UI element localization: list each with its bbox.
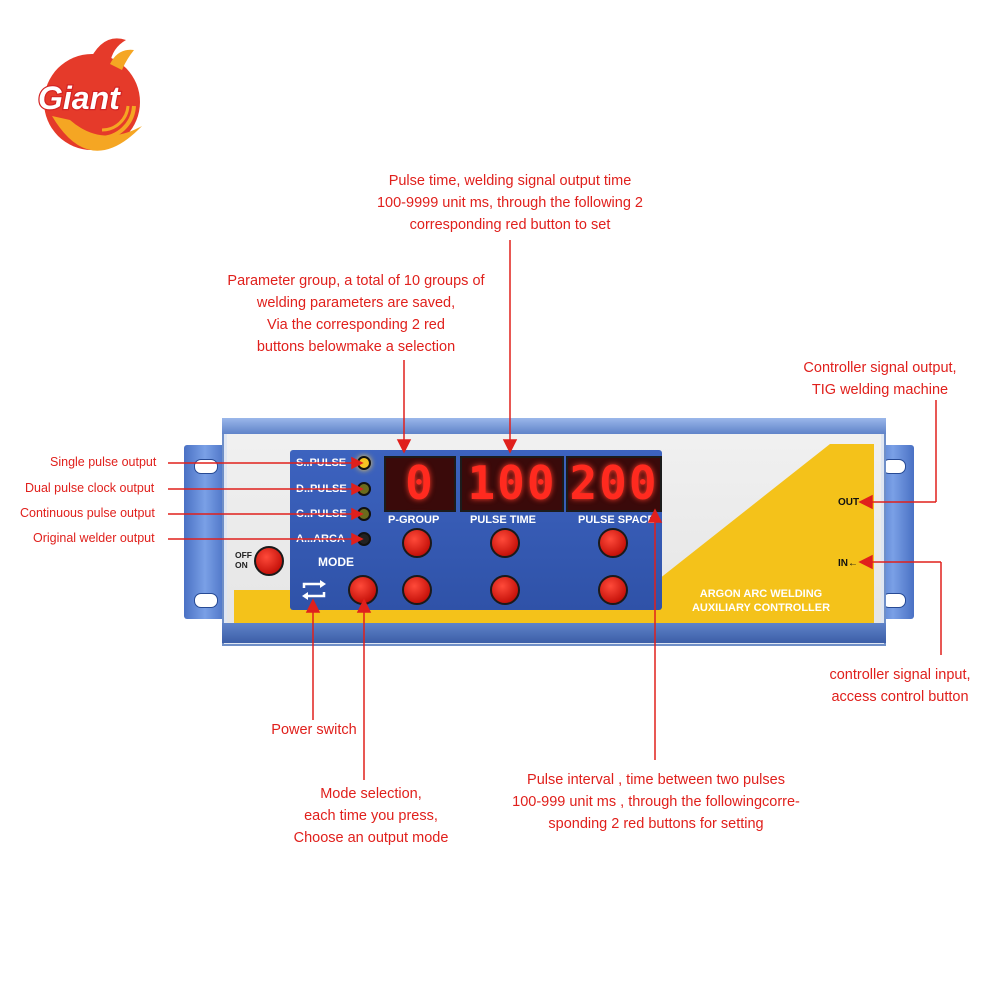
annotation-continuous-pulse: Continuous pulse output bbox=[20, 506, 155, 520]
controller-in-line-1: controller signal input, bbox=[829, 667, 971, 683]
mode-cycle-icon bbox=[302, 580, 326, 600]
top-rail bbox=[222, 418, 886, 434]
arrow-pulse-time bbox=[502, 439, 518, 454]
label-p-group: P-GROUP bbox=[388, 514, 440, 526]
display-pulse-space: 200 bbox=[566, 456, 662, 512]
annotation-dual-pulse: Dual pulse clock output bbox=[25, 481, 155, 495]
annotation-power-switch: Power switch bbox=[271, 722, 357, 738]
pulse-space-down-button[interactable] bbox=[598, 575, 628, 605]
param-group-line-3: Via the corresponding 2 red bbox=[267, 317, 445, 333]
pulse-time-line-2: 100-9999 unit ms, through the following … bbox=[376, 195, 643, 211]
controller-out-line-2: TIG welding machine bbox=[811, 382, 949, 398]
display-pulse-time: 100 bbox=[460, 456, 564, 512]
power-switch-button[interactable] bbox=[254, 546, 284, 576]
label-pulse-time: PULSE TIME bbox=[470, 514, 537, 526]
param-group-line-2: welding parameters are saved, bbox=[256, 295, 456, 311]
annotation-pulse-interval: Pulse interval , time between two pulses… bbox=[490, 769, 822, 835]
p-group-up-button[interactable] bbox=[402, 528, 432, 558]
annotation-controller-in: controller signal input, access control … bbox=[800, 664, 1000, 708]
yellow-accent bbox=[640, 444, 874, 594]
arrow-controller-in bbox=[858, 554, 873, 570]
pulse-time-up-button[interactable] bbox=[490, 528, 520, 558]
logo-text: Giant bbox=[37, 79, 121, 118]
pulse-time-down-button[interactable] bbox=[490, 575, 520, 605]
pulse-time-line-3: corresponding red button to set bbox=[409, 217, 611, 233]
label-pulse-space: PULSE SPACE bbox=[578, 514, 655, 526]
arrow-param-group bbox=[396, 439, 412, 454]
display-p-group: 0 I bbox=[384, 456, 456, 512]
arrow-mode-selection bbox=[356, 598, 372, 613]
arrow-controller-out bbox=[858, 494, 873, 510]
mode-label: MODE bbox=[318, 555, 354, 569]
mode-selection-line-2: each time you press, bbox=[304, 808, 438, 824]
in-port-label: IN← bbox=[838, 558, 858, 569]
annotation-pulse-time: Pulse time, welding signal output time 1… bbox=[360, 170, 660, 236]
pulse-time-line-1: Pulse time, welding signal output time bbox=[388, 173, 632, 189]
device-brand-text: ARGON ARC WELDING AUXILIARY CONTROLLER bbox=[686, 587, 836, 615]
param-group-line-4: buttons belowmake a selection bbox=[256, 339, 456, 355]
pulse-space-up-button[interactable] bbox=[598, 528, 628, 558]
brand-line-1: ARGON ARC WELDING bbox=[699, 588, 823, 600]
out-port-label: OUT bbox=[838, 497, 860, 508]
brand-logo bbox=[44, 38, 142, 151]
annotation-mode-selection: Mode selection, each time you press, Cho… bbox=[266, 783, 476, 849]
annotation-single-pulse: Single pulse output bbox=[50, 455, 157, 469]
pulse-interval-line-3: sponding 2 red buttons for setting bbox=[548, 816, 764, 832]
mode-selection-line-3: Choose an output mode bbox=[293, 830, 449, 846]
brand-line-2: AUXILIARY CONTROLLER bbox=[691, 602, 831, 614]
power-labels: OFF ON bbox=[235, 550, 252, 570]
annotation-original-welder: Original welder output bbox=[33, 531, 155, 545]
arrow-power-switch bbox=[305, 598, 321, 613]
controller-in-line-2: access control button bbox=[831, 689, 969, 705]
annotation-param-group: Parameter group, a total of 10 groups of… bbox=[206, 270, 506, 358]
off-label: OFF bbox=[235, 550, 252, 560]
controller-out-line-1: Controller signal output, bbox=[803, 360, 957, 376]
param-group-line-1: Parameter group, a total of 10 groups of bbox=[227, 273, 485, 289]
mode-selection-line-1: Mode selection, bbox=[320, 786, 422, 802]
on-label: ON bbox=[235, 560, 248, 570]
bottom-rail bbox=[222, 623, 886, 643]
pulse-interval-line-2: 100-999 unit ms , through the followingc… bbox=[512, 794, 800, 810]
p-group-down-button[interactable] bbox=[402, 575, 432, 605]
arrow-pulse-interval bbox=[647, 508, 663, 523]
annotation-controller-out: Controller signal output, TIG welding ma… bbox=[780, 357, 980, 401]
pulse-interval-line-1: Pulse interval , time between two pulses bbox=[527, 772, 785, 788]
mode-button[interactable] bbox=[348, 575, 378, 605]
